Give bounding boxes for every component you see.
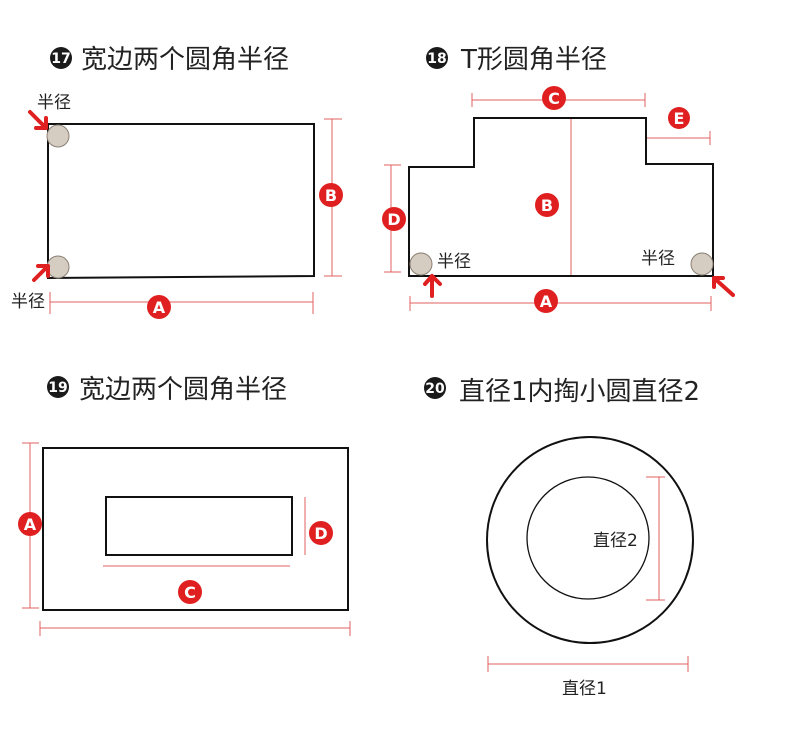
panel-20-title: 直径1内掏小圆直径2	[459, 377, 700, 407]
panel-17-dimension-a	[49, 292, 314, 314]
panel-18-number-badge: 18	[426, 47, 448, 69]
panel-18-arrow-right	[712, 276, 735, 297]
panel-19: 19 宽边两个圆角半径 A D C	[18, 375, 351, 636]
panel-17-arrow-bottom	[32, 264, 50, 282]
panel-20-inner-diameter-label: 直径2	[593, 531, 638, 551]
panel-18-title: T形圆角半径	[460, 45, 607, 75]
panel-17-title: 宽边两个圆角半径	[81, 45, 289, 75]
panel-19-outer-rect	[42, 447, 349, 611]
panel-18-badge-c: C	[542, 86, 566, 110]
panel-19-title: 宽边两个圆角半径	[79, 375, 287, 405]
panel-17-arrow-top	[28, 110, 48, 130]
panel-18-corner-bottom-right	[690, 252, 714, 276]
panel-17-number: 17	[51, 51, 70, 67]
panel-18-radius-left-label: 半径	[437, 252, 471, 272]
panel-18-t-outline	[408, 117, 714, 277]
panel-18-dimension-e	[647, 131, 711, 145]
panel-20-outer-circle	[486, 436, 694, 644]
panel-20-number: 20	[425, 381, 445, 397]
panel-19-badge-c-text: C	[184, 583, 196, 602]
panel-18-badge-e: E	[668, 107, 690, 129]
panel-17-badge-a: A	[147, 295, 171, 319]
panel-18-badge-d-text: D	[387, 210, 400, 229]
panel-19-badge-d: D	[309, 521, 333, 545]
panel-17-number-badge: 17	[50, 47, 72, 69]
panel-19-inner-rect	[105, 496, 293, 556]
panel-19-dimension-total-width	[39, 621, 351, 636]
panel-18-badge-a: A	[534, 289, 558, 313]
panel-19-badge-c: C	[178, 580, 202, 604]
panel-20-dimension-outer	[487, 656, 689, 672]
panel-19-number-badge: 19	[47, 376, 69, 398]
panel-18-badge-b: B	[535, 193, 559, 217]
panel-18-badge-d: D	[382, 207, 406, 231]
panel-17-outline	[47, 123, 315, 280]
panel-17: 17 宽边两个圆角半径 半径 半径 B A	[11, 45, 343, 319]
panel-18-badge-e-text: E	[674, 109, 685, 128]
panel-17-badge-b: B	[319, 183, 343, 207]
panel-19-badge-a-text: A	[24, 515, 37, 534]
panel-18-radius-right-label: 半径	[641, 249, 675, 269]
panel-19-number: 19	[48, 380, 67, 396]
panel-17-radius-bottom-label: 半径	[11, 292, 45, 312]
panel-20-dimension-inner	[646, 476, 665, 601]
panel-18-badge-b-text: B	[541, 196, 553, 215]
panel-20: 20 直径1内掏小圆直径2 直径2 直径1	[424, 377, 700, 699]
panel-18-corner-bottom-left	[409, 252, 433, 276]
panel-17-corner-top-left	[46, 124, 70, 148]
panel-18-dimension-a	[409, 296, 712, 311]
panel-18-badge-a-text: A	[540, 292, 553, 311]
panel-18: 18 T形圆角半径 C E B	[382, 45, 735, 313]
panel-18-badge-c-text: C	[548, 89, 560, 108]
panel-19-badge-a: A	[18, 512, 42, 536]
panel-20-outer-diameter-label: 直径1	[562, 679, 607, 699]
panel-20-number-badge: 20	[424, 377, 446, 399]
panel-19-badge-d-text: D	[314, 524, 327, 543]
panel-18-arrow-left	[423, 274, 442, 298]
panel-18-number: 18	[427, 51, 446, 67]
panel-17-corner-bottom-left	[46, 255, 70, 279]
panel-20-inner-circle	[526, 476, 650, 600]
panel-17-radius-top-label: 半径	[37, 93, 71, 113]
panel-17-badge-b-text: B	[325, 186, 337, 205]
panel-17-badge-a-text: A	[153, 298, 166, 317]
